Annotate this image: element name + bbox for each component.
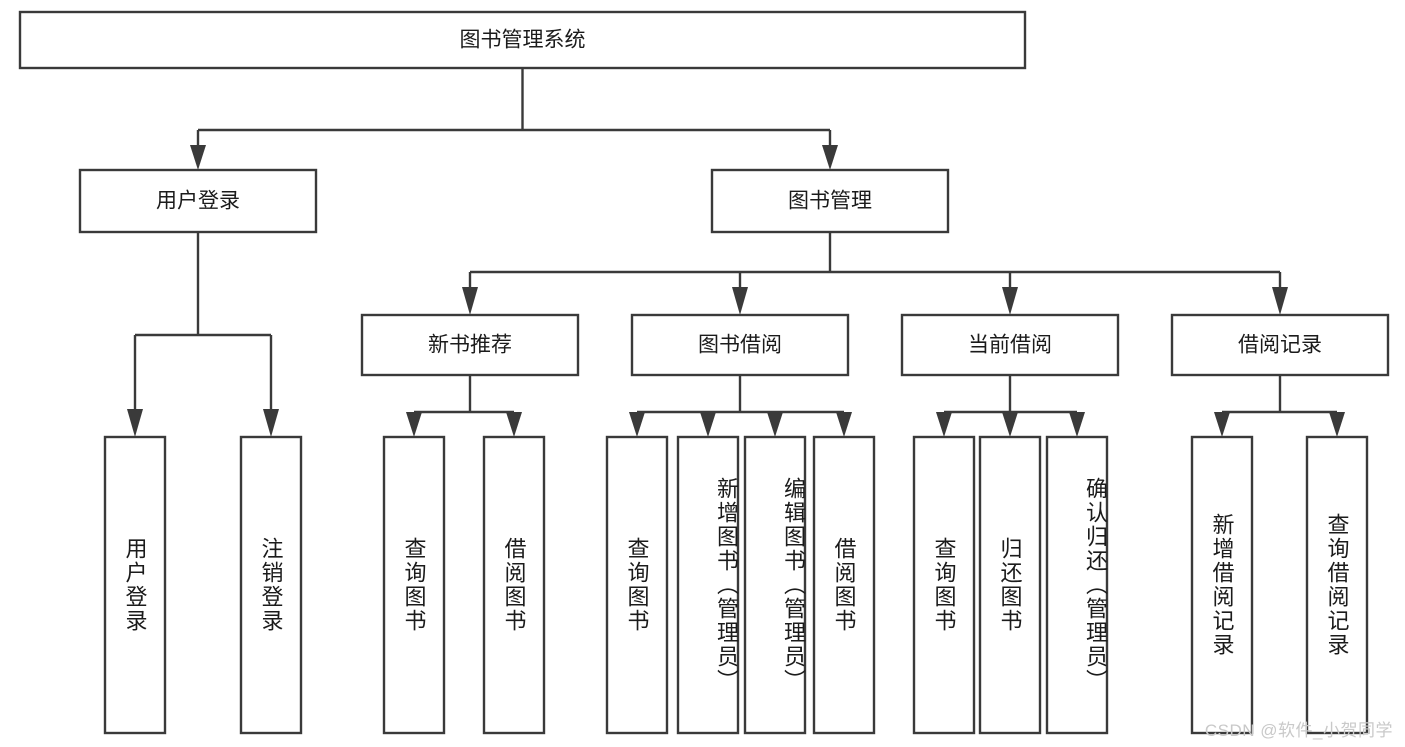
arrow-leaf-query-book-3 [936, 412, 952, 437]
node-book-manage[interactable]: 图书管理 [710, 168, 950, 234]
node-current-borrow-box[interactable] [900, 313, 1120, 377]
leaf-query-book-2-box[interactable] [605, 435, 669, 735]
node-current-borrow[interactable]: 当前借阅 [900, 313, 1120, 377]
arrow-borrow-record [1272, 287, 1288, 315]
node-user-login-box[interactable] [78, 168, 318, 234]
leaf-confirm-return-box[interactable] [1045, 435, 1109, 735]
leaf-user-login-box[interactable] [103, 435, 167, 735]
node-current-borrow-label: 当前借阅 [968, 334, 1052, 357]
connectors-borrow-record-to-leaves [1214, 375, 1345, 437]
connectors-user-login-to-leaves [127, 232, 279, 437]
arrow-leaf-user-logout [263, 409, 279, 437]
leaf-query-book-3-box[interactable] [912, 435, 976, 735]
node-user-login[interactable]: 用户登录 [78, 168, 318, 234]
node-book-manage-box[interactable] [710, 168, 950, 234]
arrow-new-book-rec [462, 287, 478, 315]
arrow-user-login [190, 145, 206, 170]
node-new-book-rec-box[interactable] [360, 313, 580, 377]
leaf-borrow-book-1-box[interactable] [482, 435, 546, 735]
connectors-new-book-rec-to-leaves [406, 375, 522, 437]
leaf-boxes-new-book-rec [382, 435, 546, 735]
arrow-leaf-add-book [700, 412, 716, 437]
node-book-manage-label: 图书管理 [788, 190, 872, 213]
node-user-login-label: 用户登录 [156, 190, 240, 213]
arrow-leaf-query-book-2 [629, 412, 645, 437]
node-borrow-record-box[interactable] [1170, 313, 1390, 377]
leaf-query-book-1-box[interactable] [382, 435, 446, 735]
leaf-borrow-book-2-box[interactable] [812, 435, 876, 735]
arrow-current-borrow [1002, 287, 1018, 315]
arrow-leaf-add-record [1214, 412, 1230, 437]
connectors-root-to-level1 [190, 68, 838, 170]
arrow-leaf-borrow-book-2 [836, 412, 852, 437]
node-new-book-rec-label: 新书推荐 [428, 334, 512, 357]
node-root-label: 图书管理系统 [460, 29, 586, 52]
node-root-box[interactable] [18, 10, 1027, 70]
leaf-return-book-box[interactable] [978, 435, 1042, 735]
leaf-query-record-box[interactable] [1305, 435, 1369, 735]
leaf-user-logout-box[interactable] [239, 435, 303, 735]
node-root[interactable]: 图书管理系统 [18, 10, 1027, 70]
arrow-leaf-return-book [1002, 412, 1018, 437]
node-book-borrow-label: 图书借阅 [698, 334, 782, 357]
leaf-add-book-box[interactable] [676, 435, 740, 735]
node-borrow-record-label: 借阅记录 [1238, 334, 1322, 357]
leaf-edit-book-box[interactable] [743, 435, 807, 735]
leaf-boxes-book-borrow [605, 435, 876, 735]
node-borrow-record[interactable]: 借阅记录 [1170, 313, 1390, 377]
arrow-book-borrow [732, 287, 748, 315]
node-new-book-rec[interactable]: 新书推荐 [360, 313, 580, 377]
connectors-book-borrow-to-leaves [629, 375, 852, 437]
arrow-book-manage [822, 145, 838, 170]
node-book-borrow-box[interactable] [630, 313, 850, 377]
connectors-current-borrow-to-leaves [936, 375, 1085, 437]
leaf-boxes-user-login [103, 435, 303, 735]
arrow-leaf-query-record [1329, 412, 1345, 437]
arrow-leaf-user-login [127, 409, 143, 437]
arrow-leaf-query-book-1 [406, 412, 422, 437]
arrow-leaf-borrow-book-1 [506, 412, 522, 437]
arrow-leaf-edit-book [767, 412, 783, 437]
arrow-leaf-confirm-return [1069, 412, 1085, 437]
leaf-boxes-borrow-record [1190, 435, 1369, 735]
leaf-boxes-current-borrow [912, 435, 1109, 735]
csdn-watermark: CSDN @软件_小贺同学 [1204, 721, 1393, 740]
connectors-book-manage-to-level2 [462, 232, 1288, 315]
node-book-borrow[interactable]: 图书借阅 [630, 313, 850, 377]
leaf-add-record-box[interactable] [1190, 435, 1254, 735]
